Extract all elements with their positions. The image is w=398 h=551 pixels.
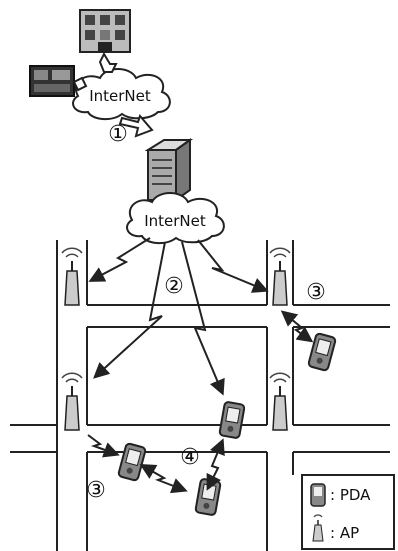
- legend-pda-label: : PDA: [330, 486, 371, 504]
- internet-cloud-middle: InterNet: [127, 193, 224, 243]
- marker-4: ④: [180, 445, 200, 470]
- access-point-icon: [270, 248, 290, 305]
- marker-3a: ③: [306, 280, 326, 305]
- access-point-icon: [62, 248, 82, 305]
- dashboard-icon: [30, 66, 74, 96]
- marker-3b: ③: [86, 478, 106, 503]
- cloud-label-top: InterNet: [89, 87, 151, 105]
- building-icon: [80, 10, 130, 52]
- internet-cloud-top: InterNet: [73, 69, 170, 119]
- server-icon: [148, 140, 190, 200]
- wireless-links: [92, 238, 265, 392]
- legend: : PDA : AP: [302, 475, 394, 549]
- pda-icon: [118, 443, 146, 481]
- pda-icon: [195, 479, 221, 516]
- marker-2: ②: [164, 274, 184, 299]
- access-point-icon: [270, 373, 290, 430]
- legend-ap-label: : AP: [330, 524, 359, 542]
- pda-icon: [311, 484, 325, 506]
- pda-icon: [308, 333, 336, 371]
- marker-1: ①: [108, 122, 128, 147]
- cloud-label-middle: InterNet: [144, 212, 206, 230]
- pda-icon: [219, 402, 245, 439]
- access-point-icon: [62, 373, 82, 430]
